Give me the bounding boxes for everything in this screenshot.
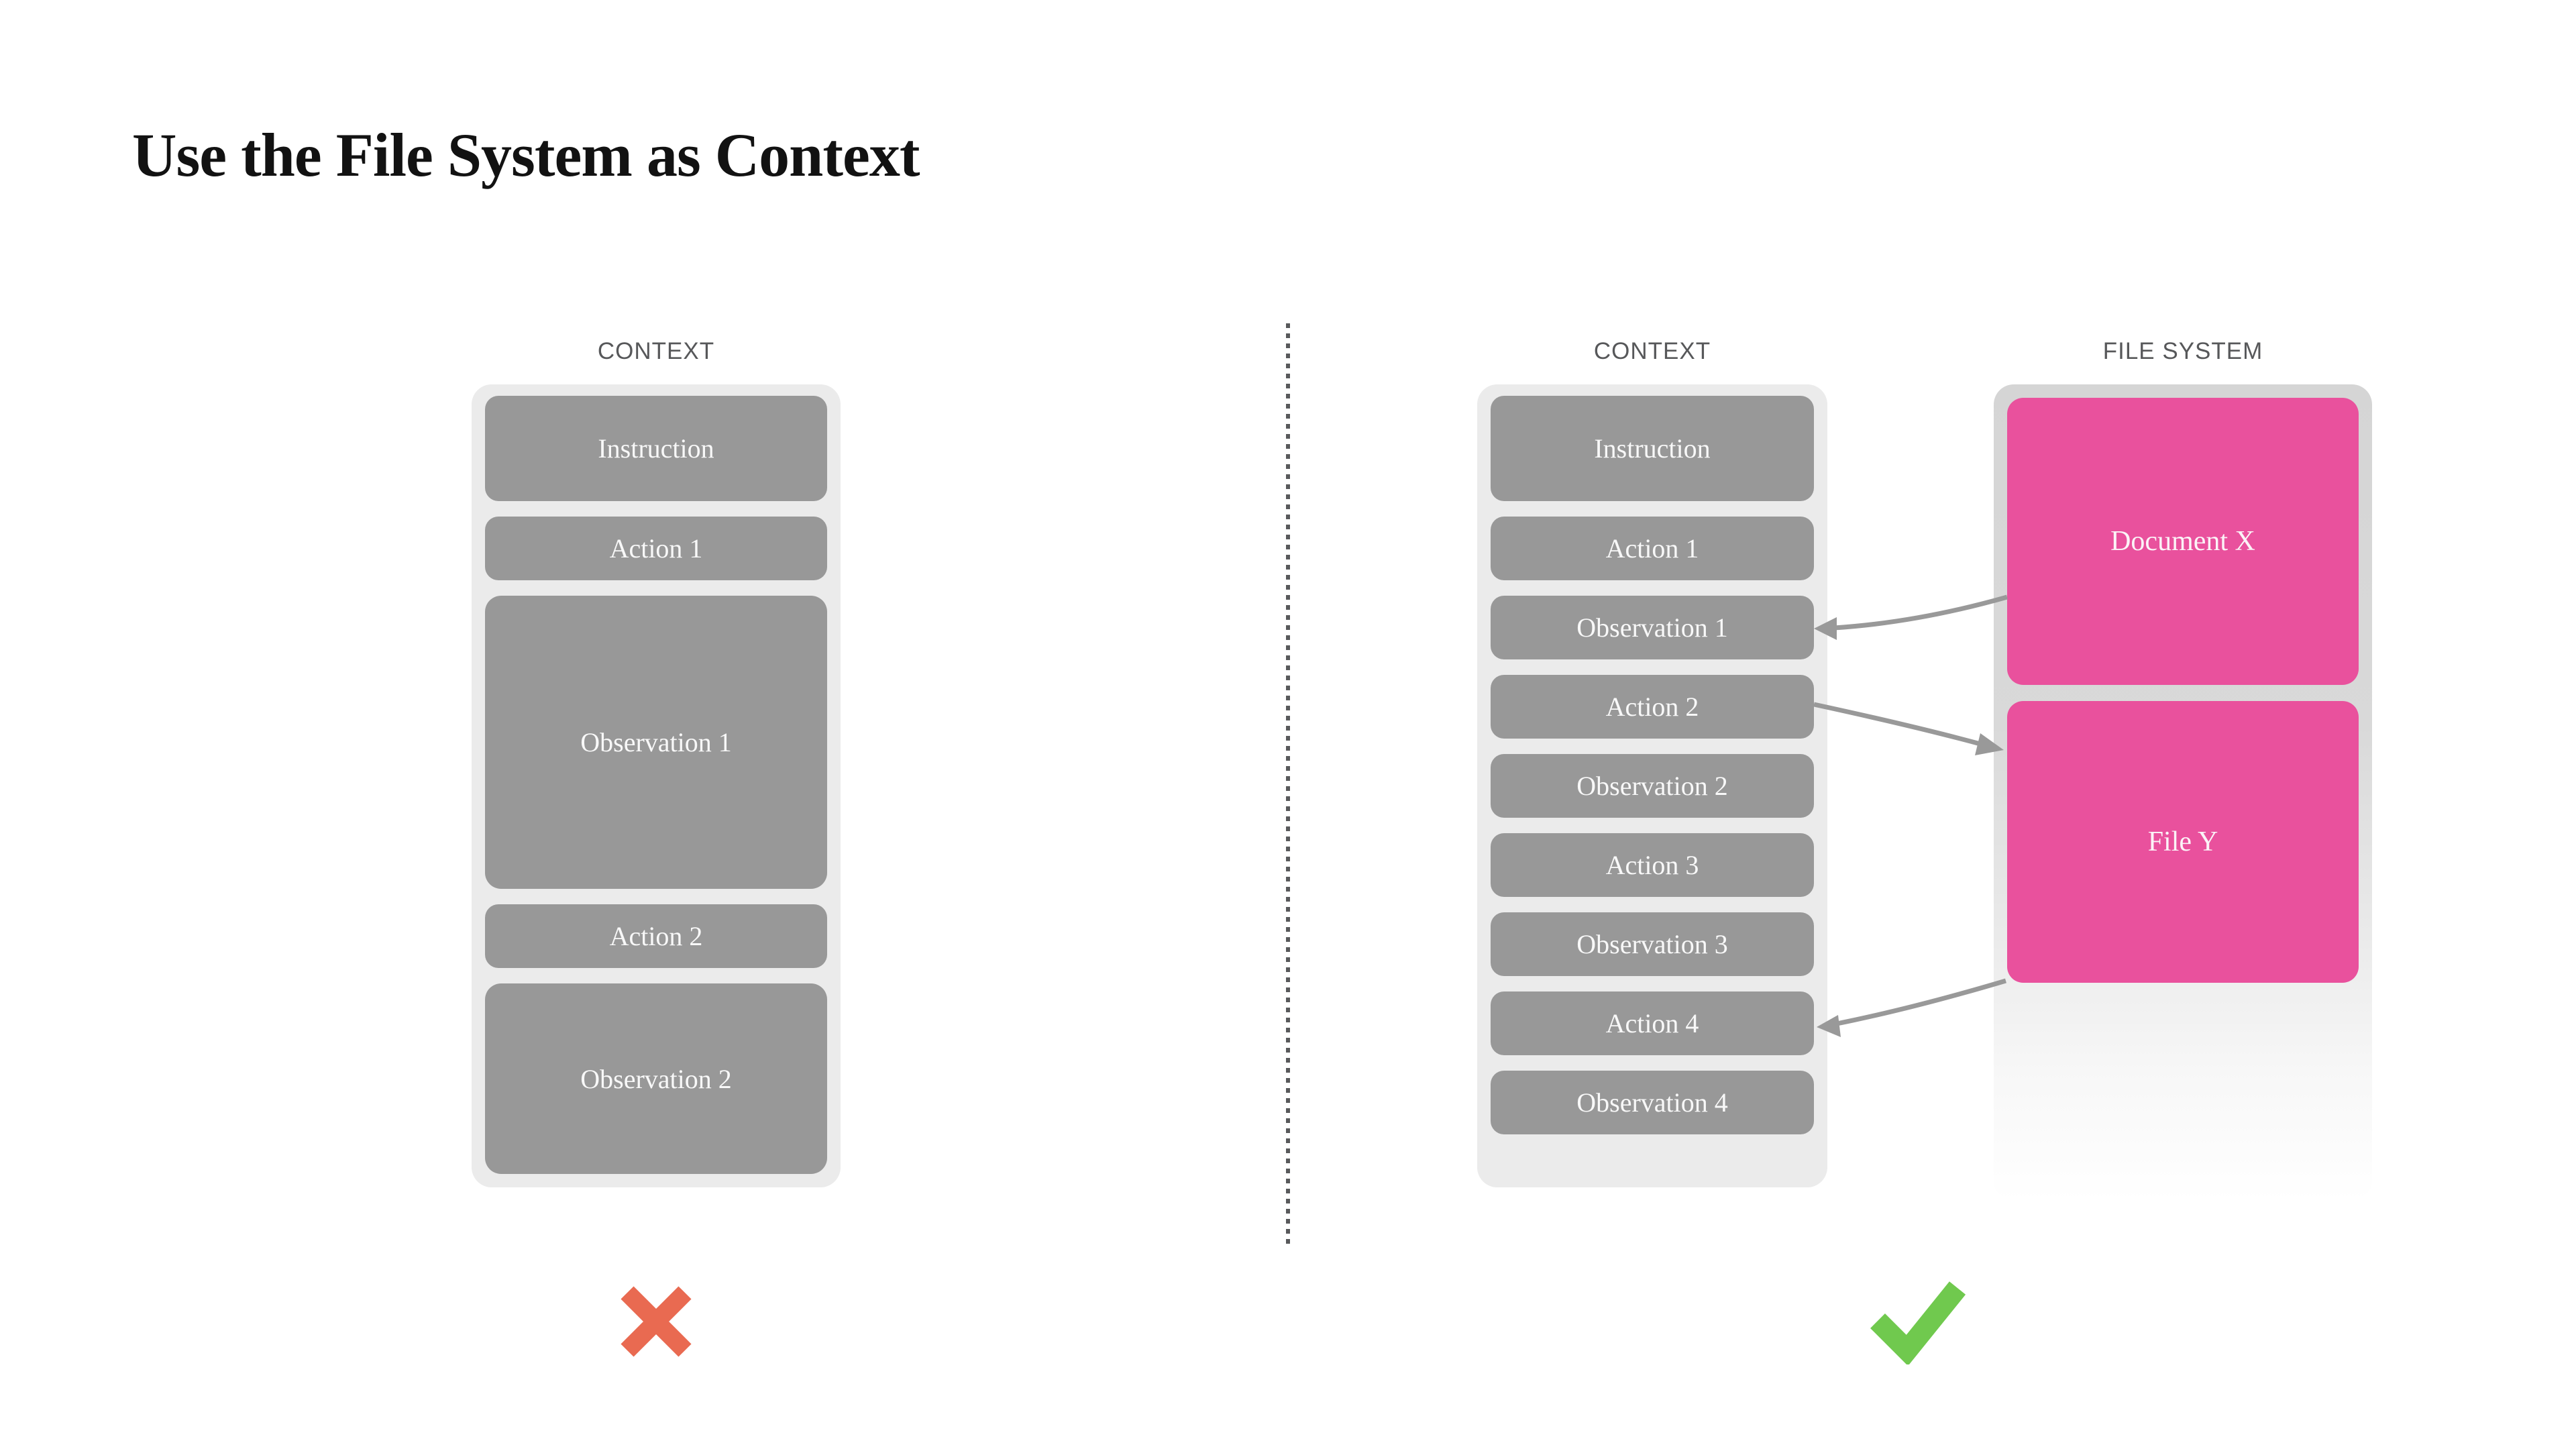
vertical-dashed-divider: [1286, 323, 1290, 1248]
arrow-documentx-to-observation1: [1833, 594, 2008, 631]
right-context-label: CONTEXT: [1593, 338, 1711, 364]
left-box-action-1: Action 1: [485, 517, 827, 580]
file-system-panel: Document X File Y: [1994, 384, 2372, 1201]
page-title: Use the File System as Context: [132, 121, 920, 189]
right-box-action-1: Action 1: [1491, 517, 1814, 580]
file-system-label: FILE SYSTEM: [2102, 338, 2263, 364]
left-box-observation-1: Observation 1: [485, 596, 827, 889]
right-box-instruction: Instruction: [1491, 396, 1814, 501]
check-icon: [1870, 1281, 1966, 1364]
right-box-observation-3: Observation 3: [1491, 912, 1814, 976]
left-box-observation-2: Observation 2: [485, 983, 827, 1174]
cross-icon: [621, 1286, 692, 1357]
file-system-box-document-x: Document X: [2007, 398, 2359, 685]
left-box-action-2: Action 2: [485, 904, 827, 968]
right-box-observation-1: Observation 1: [1491, 596, 1814, 659]
right-box-observation-2: Observation 2: [1491, 754, 1814, 818]
right-context-panel: Instruction Action 1 Observation 1 Actio…: [1477, 384, 1827, 1187]
left-context-panel: Instruction Action 1 Observation 1 Actio…: [472, 384, 841, 1187]
left-context-label: CONTEXT: [597, 338, 715, 364]
right-box-action-3: Action 3: [1491, 833, 1814, 897]
right-box-action-2: Action 2: [1491, 675, 1814, 739]
right-box-action-4: Action 4: [1491, 991, 1814, 1055]
arrow-filey-to-action4: [1836, 978, 2006, 1026]
left-box-instruction: Instruction: [485, 396, 827, 501]
right-box-observation-4: Observation 4: [1491, 1071, 1814, 1134]
file-system-box-file-y: File Y: [2007, 701, 2359, 983]
arrow-action2-to-filey: [1813, 702, 1981, 747]
